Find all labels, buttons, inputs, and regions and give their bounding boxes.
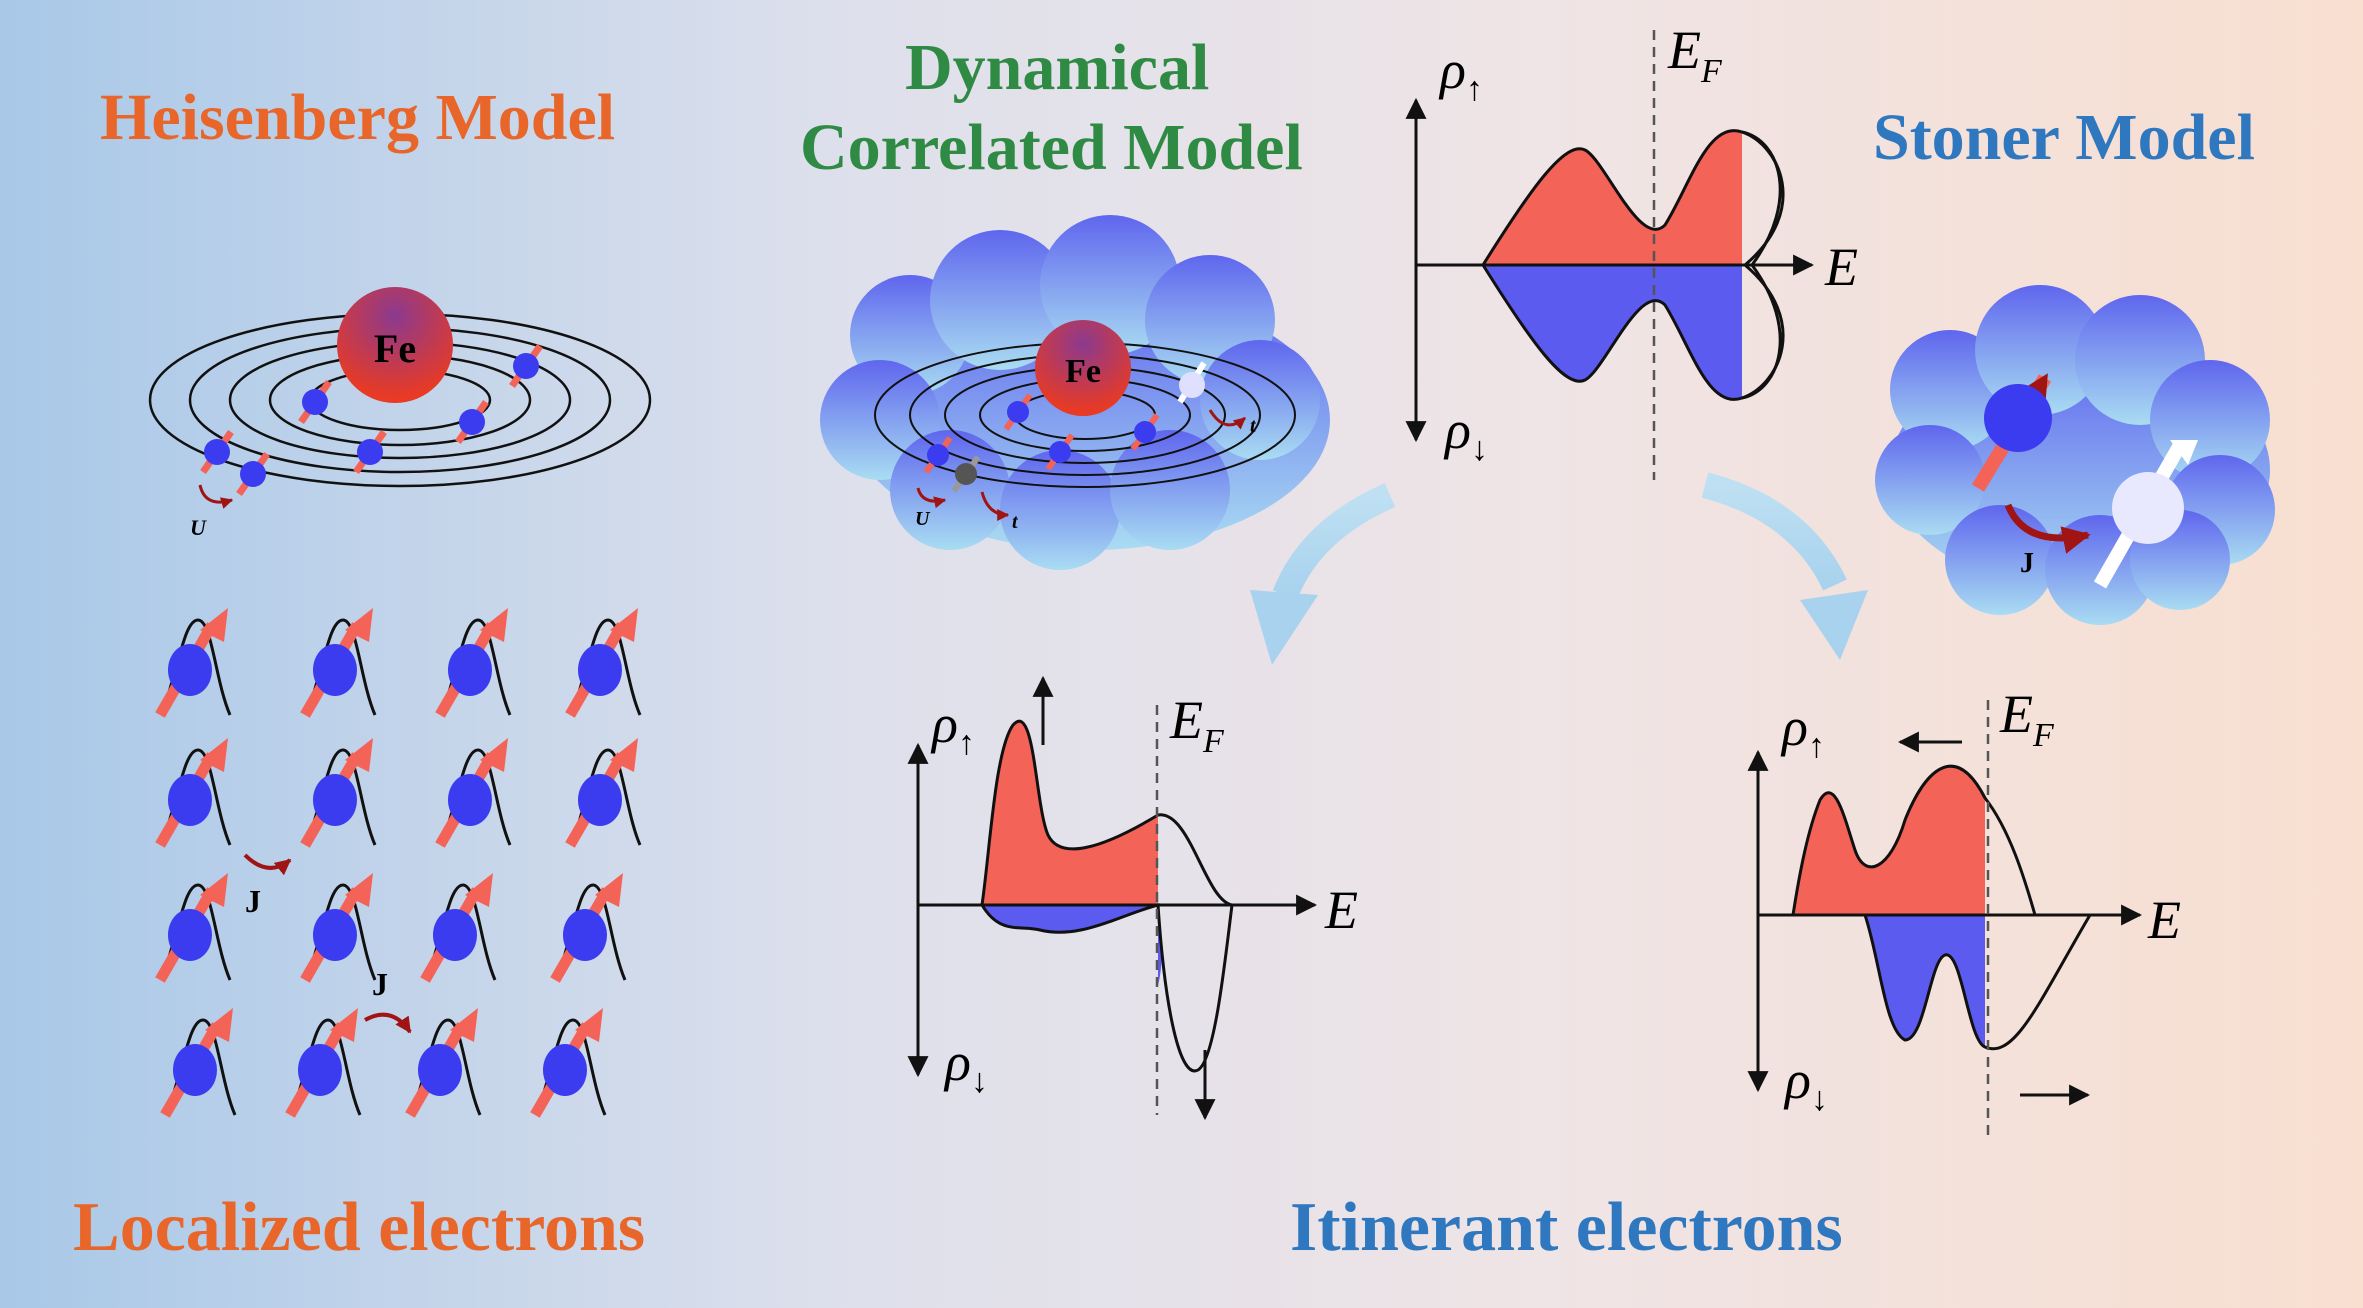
- rho-up-label-left: ρ↑: [930, 694, 975, 762]
- exchange-j-label-2: J: [372, 966, 388, 1002]
- localized-spin-site: [565, 608, 642, 718]
- rho-up-label-right: ρ↑: [1780, 697, 1825, 765]
- curved-arrow-right: [1701, 472, 1847, 591]
- energy-axis-label-right: E: [2147, 890, 2181, 950]
- localized-spin-site: [155, 873, 232, 983]
- dynamical-correlated-cloud: Fe U t t: [820, 215, 1330, 570]
- heisenberg-model-title: Heisenberg Model: [100, 81, 616, 154]
- cloud-t-label-2: t: [1250, 415, 1257, 437]
- dos-plot-stoner: [1747, 700, 2143, 1135]
- rho-down-label-right: ρ↓: [1783, 1050, 1828, 1118]
- localized-spin-site: [435, 738, 512, 848]
- localized-spin-site: [155, 738, 232, 848]
- dynamical-model-title-line1: Dynamical: [905, 31, 1210, 104]
- fe-atom-label: Fe: [374, 326, 416, 371]
- energy-axis-label-left: E: [1324, 880, 1358, 940]
- localized-spin-site: [530, 1008, 607, 1118]
- hubbard-u-label: U: [190, 515, 207, 540]
- localized-spin-site: [565, 738, 642, 848]
- localized-spin-site: [420, 873, 497, 983]
- fermi-energy-label-top: EF: [1667, 20, 1723, 90]
- localized-spin-site: [405, 1008, 482, 1118]
- localized-spin-site: [435, 608, 512, 718]
- dos-labels: ρ↑ ρ↓ E EF ρ↑ ρ↓ E EF ρ↑ ρ↓ E EF: [930, 20, 2181, 1118]
- dos-plot-dynamical: [907, 675, 1318, 1121]
- rho-down-label-left: ρ↓: [943, 1032, 988, 1100]
- stoner-cloud: J: [1875, 285, 2275, 625]
- cloud-u-label: U: [915, 508, 931, 530]
- localized-spin-site: [285, 1008, 362, 1118]
- fe-atom-dynamical-label: Fe: [1065, 353, 1101, 390]
- curved-arrow-left: [1272, 483, 1396, 600]
- localized-spin-site: [300, 608, 377, 718]
- cloud-electrons: [923, 361, 1207, 493]
- stoner-model-title: Stoner Model: [1873, 101, 2255, 174]
- orbit-electrons: [200, 343, 543, 497]
- rho-down-label-top: ρ↓: [1443, 400, 1488, 468]
- fe-atom-dynamical: [1035, 320, 1131, 416]
- stoner-electron-up: [1984, 384, 2052, 452]
- cloud-t-label-1: t: [1012, 511, 1019, 533]
- fermi-energy-label-right: EF: [1999, 684, 2055, 754]
- localized-spin-site: [300, 873, 377, 983]
- itinerant-electrons-caption: Itinerant electrons: [1290, 1189, 1843, 1266]
- dos-plot-paramagnetic: [1405, 30, 1815, 480]
- localized-spin-site: [550, 873, 627, 983]
- fe-atom: [337, 287, 453, 403]
- stoner-j-label: J: [2020, 548, 2034, 579]
- exchange-j-label-1: J: [245, 883, 261, 919]
- dynamical-model-title-line2: Correlated Model: [800, 111, 1303, 184]
- localized-spin-site: [300, 738, 377, 848]
- localized-spin-site: [155, 608, 232, 718]
- localized-spin-lattice: [155, 608, 642, 1118]
- energy-axis-label-top: E: [1824, 237, 1858, 297]
- localized-spin-site: [160, 1008, 237, 1118]
- exchange-j-markers: J J: [243, 853, 412, 1034]
- heisenberg-atom-diagram: Fe U: [148, 287, 652, 540]
- stoner-cloud-shape: [1875, 285, 2275, 625]
- rho-up-label-top: ρ↑: [1438, 40, 1483, 108]
- fermi-energy-label-left: EF: [1169, 690, 1225, 760]
- localized-electrons-caption: Localized electrons: [73, 1189, 646, 1266]
- transition-arrows: [1250, 472, 1868, 665]
- stoner-electron-unpolarized: [2112, 472, 2184, 544]
